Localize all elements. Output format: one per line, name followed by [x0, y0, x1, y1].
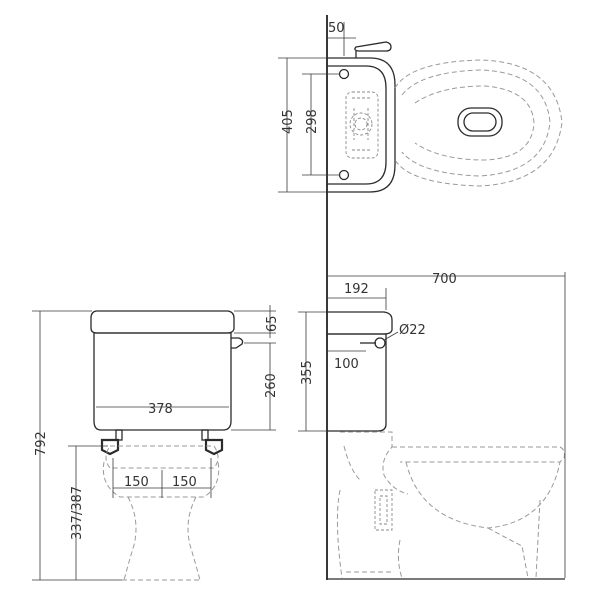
dim-22-leader	[383, 331, 399, 341]
plan-cistern-inner	[327, 65, 387, 185]
dim-50-label: 50	[328, 21, 345, 36]
dim-100-label: 100	[334, 357, 359, 372]
front-pan-top	[105, 445, 219, 469]
front-cistern-body	[93, 332, 232, 431]
dim-150-left-label: 150	[124, 475, 149, 490]
side-pan-neck	[343, 445, 361, 481]
plan-pan-rim	[401, 69, 551, 177]
side-pan-base	[336, 489, 541, 579]
front-nut-left	[100, 438, 120, 456]
side-pan-trap	[340, 431, 409, 495]
plan-valve	[349, 112, 373, 136]
side-cistern-lid	[327, 311, 393, 335]
plan-pan-outline	[394, 59, 563, 187]
plan-view: 50 405 298	[278, 21, 563, 193]
plan-pan-outlet-inner	[463, 112, 497, 132]
front-cistern-lid	[90, 310, 235, 334]
plan-fixing-hole-top	[338, 68, 350, 80]
dim-337-label: 337/387	[70, 486, 85, 540]
dim-65-label: 65	[265, 315, 280, 332]
dim-792-label: 792	[34, 431, 49, 456]
plan-fixing-hole-bottom	[338, 169, 350, 181]
side-pan-rim	[392, 446, 565, 463]
dim-378-label: 378	[148, 402, 173, 417]
side-cistern-body	[327, 333, 387, 432]
dim-355-label: 355	[300, 360, 315, 385]
dim-260-label: 260	[264, 373, 279, 398]
side-elevation: 700 192 Ø22 355 100	[298, 272, 566, 579]
side-inlet-fitting	[374, 337, 386, 349]
plan-cistern-outline	[327, 57, 396, 193]
plan-valve-inner	[354, 117, 368, 131]
plan-lever	[354, 41, 392, 52]
dim-22-label: Ø22	[399, 323, 426, 338]
front-pan-pedestal	[123, 496, 201, 581]
dim-150-right-label: 150	[172, 475, 197, 490]
front-elevation: 378 65 260 792 337/387 150 150	[32, 305, 280, 581]
dim-192-label: 192	[344, 282, 369, 297]
plan-flush-mechanism	[345, 91, 379, 159]
plan-pan-inner	[414, 85, 535, 161]
front-bolt-left	[115, 429, 123, 441]
plan-siphon	[352, 97, 372, 151]
front-bolt-right	[201, 429, 209, 441]
dim-298-label: 298	[305, 109, 320, 134]
front-nut-right	[204, 438, 224, 456]
side-pan-bowl	[405, 461, 561, 529]
dim-405-label: 405	[281, 109, 296, 134]
plan-pan-outlet	[457, 107, 503, 137]
dim-700-label: 700	[432, 272, 457, 287]
front-pan-bowl	[102, 461, 220, 498]
side-pan-outlet	[374, 489, 393, 531]
front-flush-lever	[231, 337, 244, 349]
